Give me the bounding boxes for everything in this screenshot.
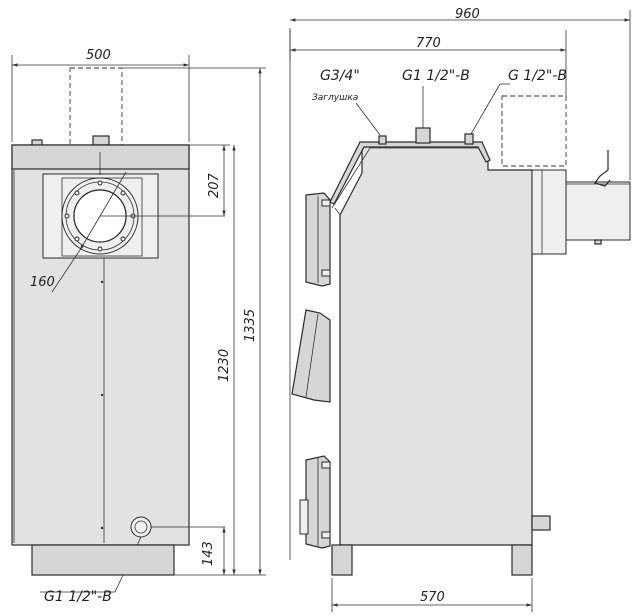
label-top-middle-connection: G1 1/2"-B: [402, 68, 470, 84]
front-chimney-outline: [69, 67, 123, 147]
front-body: [11, 144, 190, 546]
dim-front-bottom-offset: 143: [201, 541, 216, 566]
dim-front-flue-diameter: 160: [30, 275, 55, 290]
front-view: 500 207 1230 1335 143 160 G1 1/2"-B: [11, 48, 266, 605]
front-bottom-outlet: [130, 516, 152, 538]
label-top-left-note: Заглушка: [312, 93, 358, 103]
dim-front-flue-offset: 207: [207, 172, 222, 198]
dim-front-height-total: 1335: [243, 309, 258, 342]
side-view: 960 770 570 G3/4" Заглушка G1 1/2"-B G 1…: [289, 7, 631, 612]
side-back-fitting: [531, 515, 551, 531]
dim-side-total-width: 960: [455, 7, 480, 22]
front-top-plate: [11, 144, 190, 170]
front-top-fitting: [92, 135, 110, 146]
dim-side-body-width: 770: [416, 36, 441, 51]
side-leg-right: [511, 544, 533, 576]
side-fitting-middle: [415, 127, 431, 144]
front-base: [31, 544, 175, 576]
label-front-bottom-connection: G1 1/2"-B: [44, 589, 112, 605]
dim-front-width: 500: [86, 48, 111, 63]
side-flue-pipe: [531, 169, 567, 255]
side-body: [339, 142, 533, 546]
side-chimney-outline: [501, 95, 567, 167]
label-top-left-connection: G3/4": [320, 68, 360, 84]
side-fitting-left: [378, 135, 387, 145]
label-top-right-connection: G 1/2"-B: [508, 68, 567, 84]
dim-front-height-body: 1230: [217, 349, 232, 382]
dim-side-base-width: 570: [420, 590, 445, 605]
side-damper-handle: [594, 150, 611, 187]
side-fitting-right: [464, 133, 474, 145]
side-leg-left: [331, 544, 353, 576]
side-door-middle: [291, 309, 331, 403]
